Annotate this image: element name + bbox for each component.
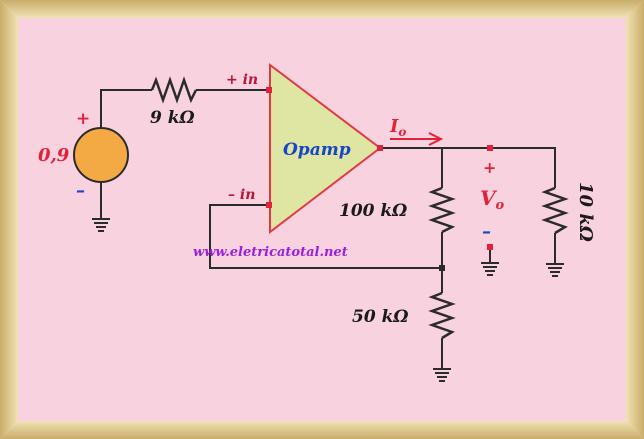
resistor-10k-label: 10 kΩ	[575, 182, 596, 242]
vo-minus-terminal	[487, 244, 493, 250]
opamp-minus-pin	[266, 202, 272, 208]
ground-icon	[92, 218, 110, 232]
vo-plus-terminal	[487, 145, 493, 151]
source-minus-sign: –	[76, 180, 85, 201]
ground-icon	[481, 262, 499, 276]
voltage-source	[73, 127, 129, 183]
opamp-minus-input-label: – in	[228, 187, 255, 203]
vo-minus-sign: –	[482, 221, 491, 242]
resistor-100k-label: 100 kΩ	[339, 201, 407, 221]
wires	[100, 89, 556, 368]
resistor-50k	[428, 291, 456, 340]
source-voltage-label: 0,9	[38, 145, 70, 166]
opamp-label: Opamp	[283, 140, 351, 160]
opamp-output-pin	[377, 145, 383, 151]
source-plus-sign: +	[76, 109, 90, 129]
resistor-9k-label: 9 kΩ	[150, 108, 195, 128]
opamp-plus-input-label: + in	[226, 72, 258, 88]
ground-icon	[433, 368, 451, 382]
resistor-10k	[541, 186, 569, 235]
resistor-9k	[150, 76, 198, 104]
opamp-plus-pin	[266, 87, 272, 93]
ground-icon	[546, 263, 564, 277]
current-arrow-icon	[390, 132, 444, 146]
output-current-label: Io	[389, 116, 406, 139]
output-voltage-label: Vo	[480, 186, 505, 213]
vo-plus-sign: +	[483, 158, 496, 177]
junction-node	[439, 265, 445, 271]
resistor-50k-label: 50 kΩ	[352, 307, 409, 327]
resistor-100k	[428, 186, 456, 234]
watermark: www.eletricatotal.net	[193, 245, 348, 260]
opamp-triangle	[269, 62, 382, 235]
